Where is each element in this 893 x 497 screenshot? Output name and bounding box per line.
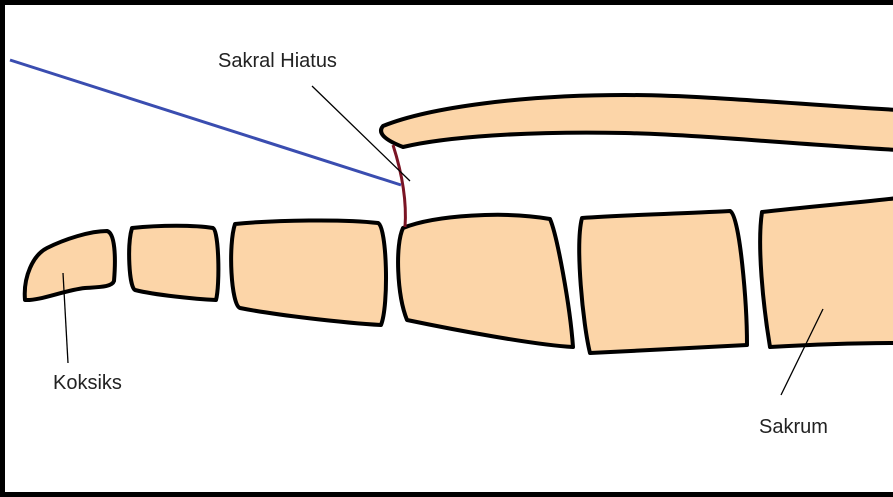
sacral-lamina	[381, 95, 893, 150]
needle-line	[10, 60, 401, 185]
sakrum-label: Sakrum	[759, 416, 828, 438]
coccyx-segment-2	[129, 226, 218, 300]
sacral-anatomy-diagram: Sakral Hiatus Koksiks Sakrum	[5, 5, 893, 497]
koksiks-label: Koksiks	[53, 372, 122, 394]
coccyx-segment-1	[25, 231, 115, 300]
sacral-vertebra-1	[398, 215, 573, 347]
sacral-vertebra-3	[760, 198, 893, 347]
sacral-vertebra-2	[579, 211, 747, 353]
sacral-hiatus-membrane	[393, 145, 405, 227]
sakral-hiatus-label: Sakral Hiatus	[218, 50, 337, 72]
coccyx-segment-3	[231, 220, 386, 325]
